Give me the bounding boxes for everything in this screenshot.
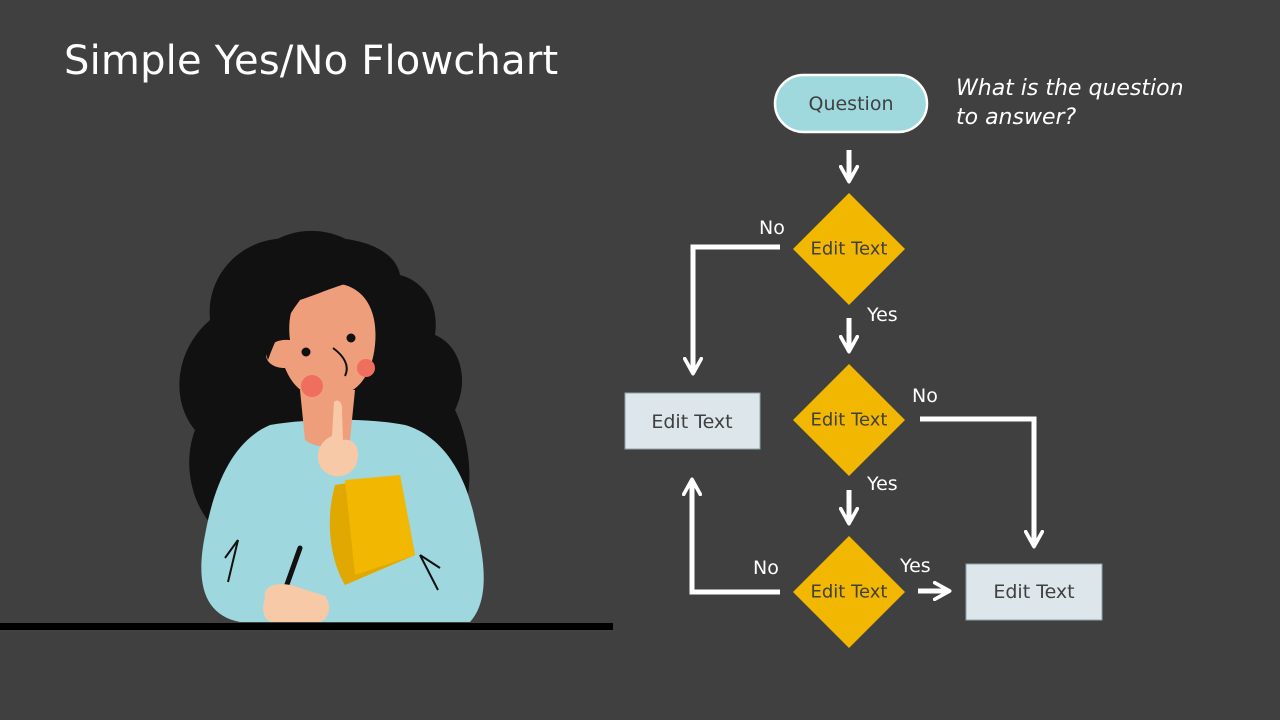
slide-title: Simple Yes/No Flowchart xyxy=(64,38,559,84)
start-node xyxy=(773,73,929,134)
arrow-d2-no xyxy=(920,416,1034,545)
decision-node-3 xyxy=(793,536,905,648)
d3-no-label: No xyxy=(753,557,779,579)
decision-node-2 xyxy=(793,364,905,476)
d2-yes-label: Yes xyxy=(866,473,898,495)
outcome-node-1 xyxy=(624,392,761,450)
d2-no-label: No xyxy=(912,385,938,407)
outcome-node-1-label: Edit Text xyxy=(651,411,732,433)
question-annotation: What is the question to answer? xyxy=(956,74,1184,132)
decision-node-3-label: Edit Text xyxy=(811,582,888,603)
annotation-line-1: What is the question xyxy=(956,76,1184,101)
decision-node-2-label: Edit Text xyxy=(811,410,888,431)
d1-yes-label: Yes xyxy=(866,304,898,326)
annotation-line-2: to answer? xyxy=(956,105,1077,130)
d3-yes-label: Yes xyxy=(899,555,931,577)
arrow-d1-no xyxy=(693,244,780,372)
outcome-node-2-label: Edit Text xyxy=(993,581,1074,603)
start-node-label: Question xyxy=(809,93,894,115)
outcome-node-2 xyxy=(965,563,1103,621)
decision-node-1-label: Edit Text xyxy=(811,239,888,260)
d1-no-label: No xyxy=(759,217,785,239)
decision-node-1 xyxy=(793,193,905,305)
arrow-d3-no xyxy=(692,481,780,595)
thinking-woman-icon xyxy=(0,230,613,630)
